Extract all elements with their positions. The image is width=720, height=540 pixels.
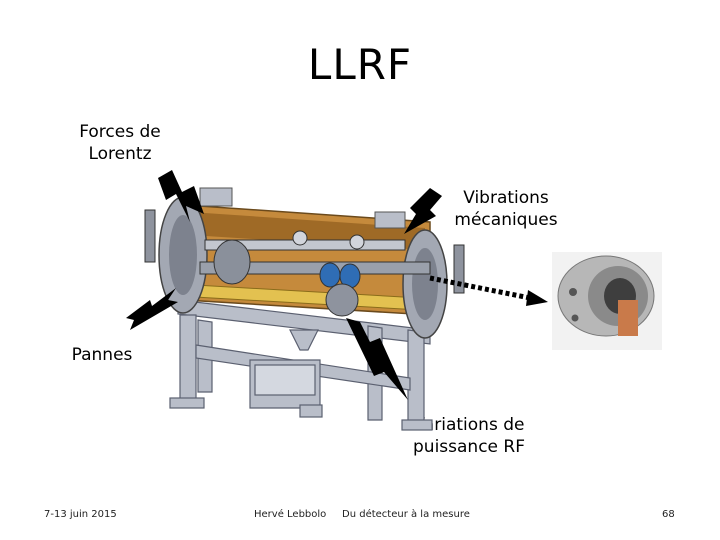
beam-line: [199, 230, 431, 317]
lorentz-arrow: [158, 170, 204, 222]
dotted-arrow: [429, 275, 548, 306]
label-lorentz-forces: Forces de Lorentz: [79, 122, 161, 164]
slide-title: LLRF: [307, 40, 413, 89]
support-frame: [169, 299, 433, 431]
vibration-arrow: [404, 188, 442, 234]
cavity-photo: [552, 252, 662, 350]
footer-subject: Du détecteur à la mesure: [342, 509, 470, 520]
label-failures: Pannes: [71, 345, 133, 365]
footer-date: 7-13 juin 2015: [44, 509, 117, 520]
label-mechanical-vibrations: Vibrations mécaniques: [454, 188, 558, 230]
label-rf-power-variations: Variations de puissance RF: [413, 415, 525, 457]
lightning-arrows: [126, 170, 442, 400]
footer-page-number: 68: [662, 509, 675, 520]
failure-arrow: [126, 288, 178, 330]
rf-power-arrow: [346, 318, 408, 400]
footer-author: Hervé Lebbolo: [254, 509, 327, 520]
